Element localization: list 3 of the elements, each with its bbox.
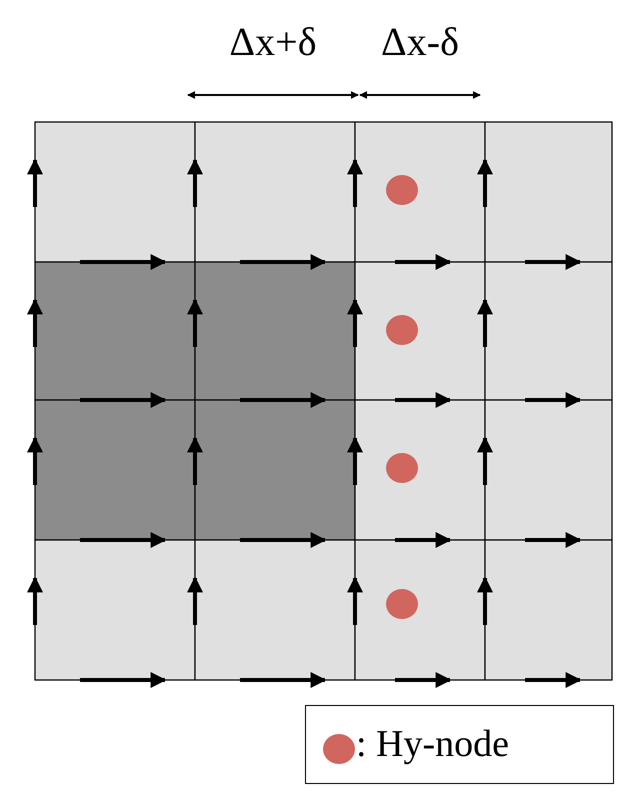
dimension-label: Δx+δ (229, 20, 317, 64)
dimension-label: Δx-δ (381, 20, 459, 64)
legend-text: : Hy-node (356, 722, 510, 766)
